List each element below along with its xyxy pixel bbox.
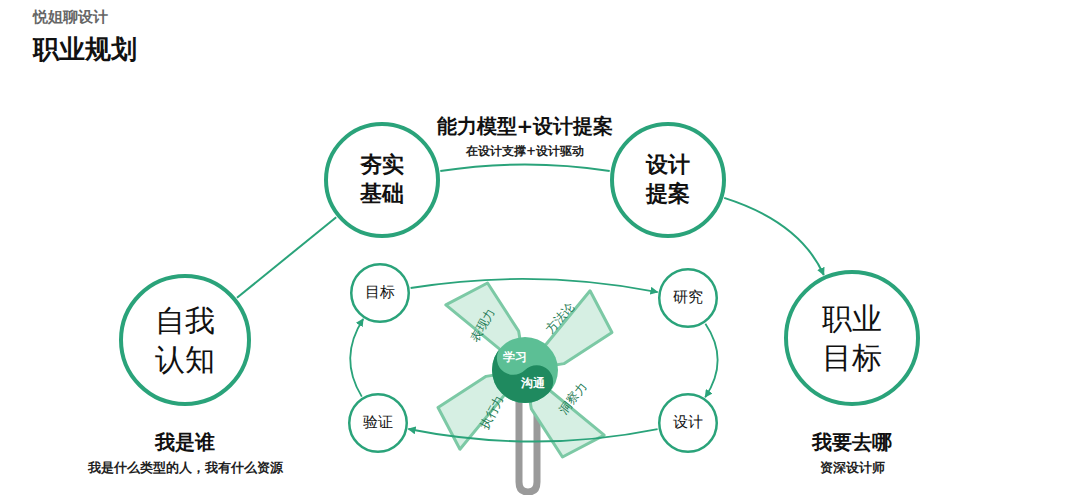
- circle-outline: [119, 274, 251, 406]
- flow-connector: [705, 324, 717, 398]
- node-text: 设计 提案: [639, 151, 696, 208]
- caption-label: 我要去哪: [812, 430, 892, 454]
- node-text: 研究: [669, 288, 708, 308]
- page-title: 职业规划: [33, 34, 137, 65]
- pinwheel-label: 沟通: [521, 376, 545, 390]
- circle-node: 自我 认知: [119, 274, 251, 406]
- circle-node: 职业 目标: [784, 270, 920, 406]
- node-text: 夯实 基础: [353, 151, 410, 208]
- node-text: 职业 目标: [813, 299, 891, 377]
- flow-connector: [237, 217, 336, 298]
- node-text: 验证: [359, 413, 398, 433]
- node-text: 自我 认知: [146, 301, 224, 379]
- node-text: 设计: [669, 413, 708, 433]
- caption-label: 在设计支撑+设计驱动: [466, 144, 584, 158]
- caption-label: 能力模型+设计提案: [437, 114, 614, 138]
- caption-label: 我是什么类型的人，我有什么资源: [88, 460, 283, 475]
- circle-node: 研究: [658, 268, 718, 328]
- flow-connector: [411, 279, 658, 292]
- circle-outline: [610, 122, 726, 238]
- flow-connector: [440, 165, 609, 172]
- pinwheel-label: 学习: [503, 350, 527, 364]
- circle-node: 验证: [348, 393, 408, 453]
- circle-node: 设计: [658, 393, 718, 453]
- circle-outline: [324, 122, 440, 238]
- flow-connector: [724, 198, 824, 275]
- node-text: 目标: [361, 283, 400, 303]
- circle-node: 设计 提案: [610, 122, 726, 238]
- circle-node: 夯实 基础: [324, 122, 440, 238]
- circle-node: 目标: [350, 263, 410, 323]
- circle-outline: [784, 270, 920, 406]
- flow-connector: [408, 429, 657, 442]
- brand-label: 悦姐聊设计: [33, 8, 108, 26]
- caption-label: 我是谁: [155, 430, 215, 454]
- caption-label: 资深设计师: [820, 460, 885, 475]
- flow-connector: [350, 319, 363, 397]
